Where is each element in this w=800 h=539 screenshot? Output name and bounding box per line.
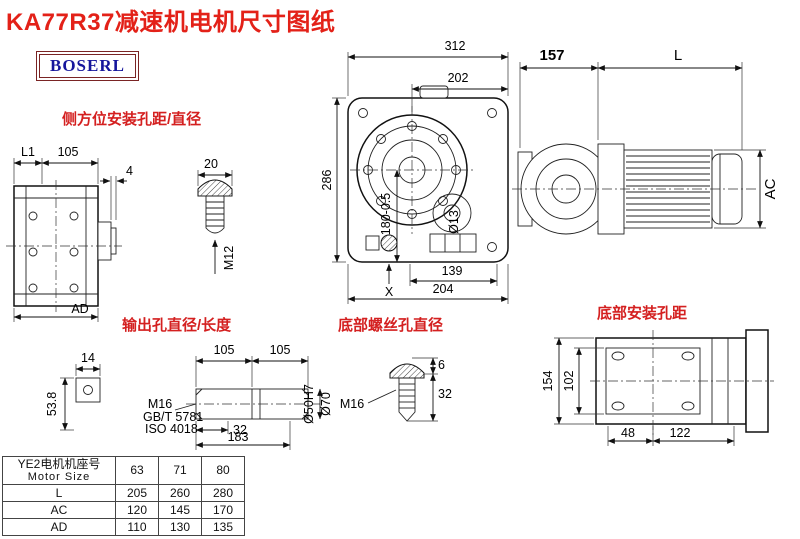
dim-AC: AC (762, 178, 779, 199)
dim-105: 105 (58, 145, 79, 159)
dim-L1: L1 (21, 145, 35, 159)
size-column-63: 63 (115, 456, 159, 485)
left-side-view: L1 105 4 AD (6, 145, 133, 322)
dim-upper-width: 202 (448, 71, 469, 85)
dim-hole-diameter: Ø13 (447, 210, 461, 234)
dim-shaft-183: 183 (228, 430, 249, 444)
label-std-gb: GB/T 5781 (143, 410, 203, 424)
dim-key-height: 53.8 (45, 392, 59, 416)
dim-4: 4 (126, 164, 133, 178)
bottom-bolt-detail: M16 6 32 (340, 357, 452, 422)
label-shaft-thread: M16 (148, 397, 172, 411)
dim-center-height: 180-0.5 (379, 193, 393, 235)
dim-bolt-head-width: 20 (204, 157, 218, 171)
motor-side-view: 157 L AC (512, 47, 779, 235)
output-shaft-detail: 14 53.8 105 105 32 183 M16 GB/T 5781 ISO… (45, 343, 333, 450)
label-bottom-screw-hole: 底部螺丝孔直径 (338, 317, 444, 334)
table-cell: 110 (115, 518, 159, 536)
row-label-AD: AD (2, 518, 116, 536)
motor-size-header-cn: YE2电机机座号 (17, 456, 101, 471)
dim-bore-diameter: Ø50H7 (302, 384, 316, 424)
dim-side-bolt-thread: M12 (222, 246, 236, 270)
dim-overall-height: 286 (320, 170, 334, 191)
size-column-80: 80 (201, 456, 245, 485)
dim-154: 154 (541, 371, 555, 392)
row-label-AC: AC (2, 501, 116, 519)
x-mark: X (385, 285, 394, 299)
dim-AD: AD (71, 302, 88, 316)
label-bottom-thread: M16 (340, 397, 364, 411)
dim-L: L (674, 47, 682, 64)
motor-size-header-en: Motor Size (27, 470, 91, 483)
dim-thread-depth: 32 (438, 387, 452, 401)
table-cell: 260 (158, 484, 202, 502)
table-row-AD: AD 110 130 135 (2, 518, 245, 536)
table-cell: 145 (158, 501, 202, 519)
side-bolt-detail: 20 M12 (197, 157, 236, 274)
label-side-mount-holes: 侧方位安装孔距/直径 (62, 111, 202, 128)
table-row-L: L 205 260 280 (2, 484, 245, 502)
dim-outer-diameter: Ø70 (319, 392, 333, 416)
brand-logo-text: BOSERL (50, 56, 125, 75)
size-column-71: 71 (158, 456, 202, 485)
brand-logo: BOSERL (36, 51, 139, 81)
label-std-iso: ISO 4018 (145, 422, 198, 436)
dim-102: 102 (562, 371, 576, 392)
front-view-dimensions: 312 202 286 180-0.5 Ø13 139 204 X (320, 39, 509, 304)
label-bottom-mount-holes: 底部安装孔距 (597, 305, 688, 322)
page-title: KA77R37减速机电机尺寸图纸 (6, 9, 336, 36)
table-cell: 280 (201, 484, 245, 502)
dim-head-height: 6 (438, 358, 445, 372)
table-cell: 130 (158, 518, 202, 536)
table-header-row: YE2电机机座号 Motor Size 63 71 80 (2, 456, 245, 485)
dim-48: 48 (621, 426, 635, 440)
table-cell: 205 (115, 484, 159, 502)
motor-size-header: YE2电机机座号 Motor Size (2, 456, 116, 485)
bottom-view: 154 102 48 122 (541, 329, 774, 446)
front-view (347, 85, 509, 263)
dim-base-inner: 139 (442, 264, 463, 278)
dim-overall-width: 312 (445, 39, 466, 53)
dim-shaft-32: 32 (233, 423, 247, 437)
table-cell: 120 (115, 501, 159, 519)
dim-shaft-len-b: 105 (270, 343, 291, 357)
dim-base-width: 204 (433, 282, 454, 296)
table-cell: 170 (201, 501, 245, 519)
row-label-L: L (2, 484, 116, 502)
motor-size-table: YE2电机机座号 Motor Size 63 71 80 L 205 260 2… (2, 456, 245, 536)
dim-157: 157 (539, 47, 564, 64)
table-cell: 135 (201, 518, 245, 536)
label-output-hole: 输出孔直径/长度 (122, 317, 232, 334)
table-row-AC: AC 120 145 170 (2, 501, 245, 519)
dim-shaft-len-a: 105 (214, 343, 235, 357)
dim-key-width: 14 (81, 351, 95, 365)
dim-122: 122 (670, 426, 691, 440)
